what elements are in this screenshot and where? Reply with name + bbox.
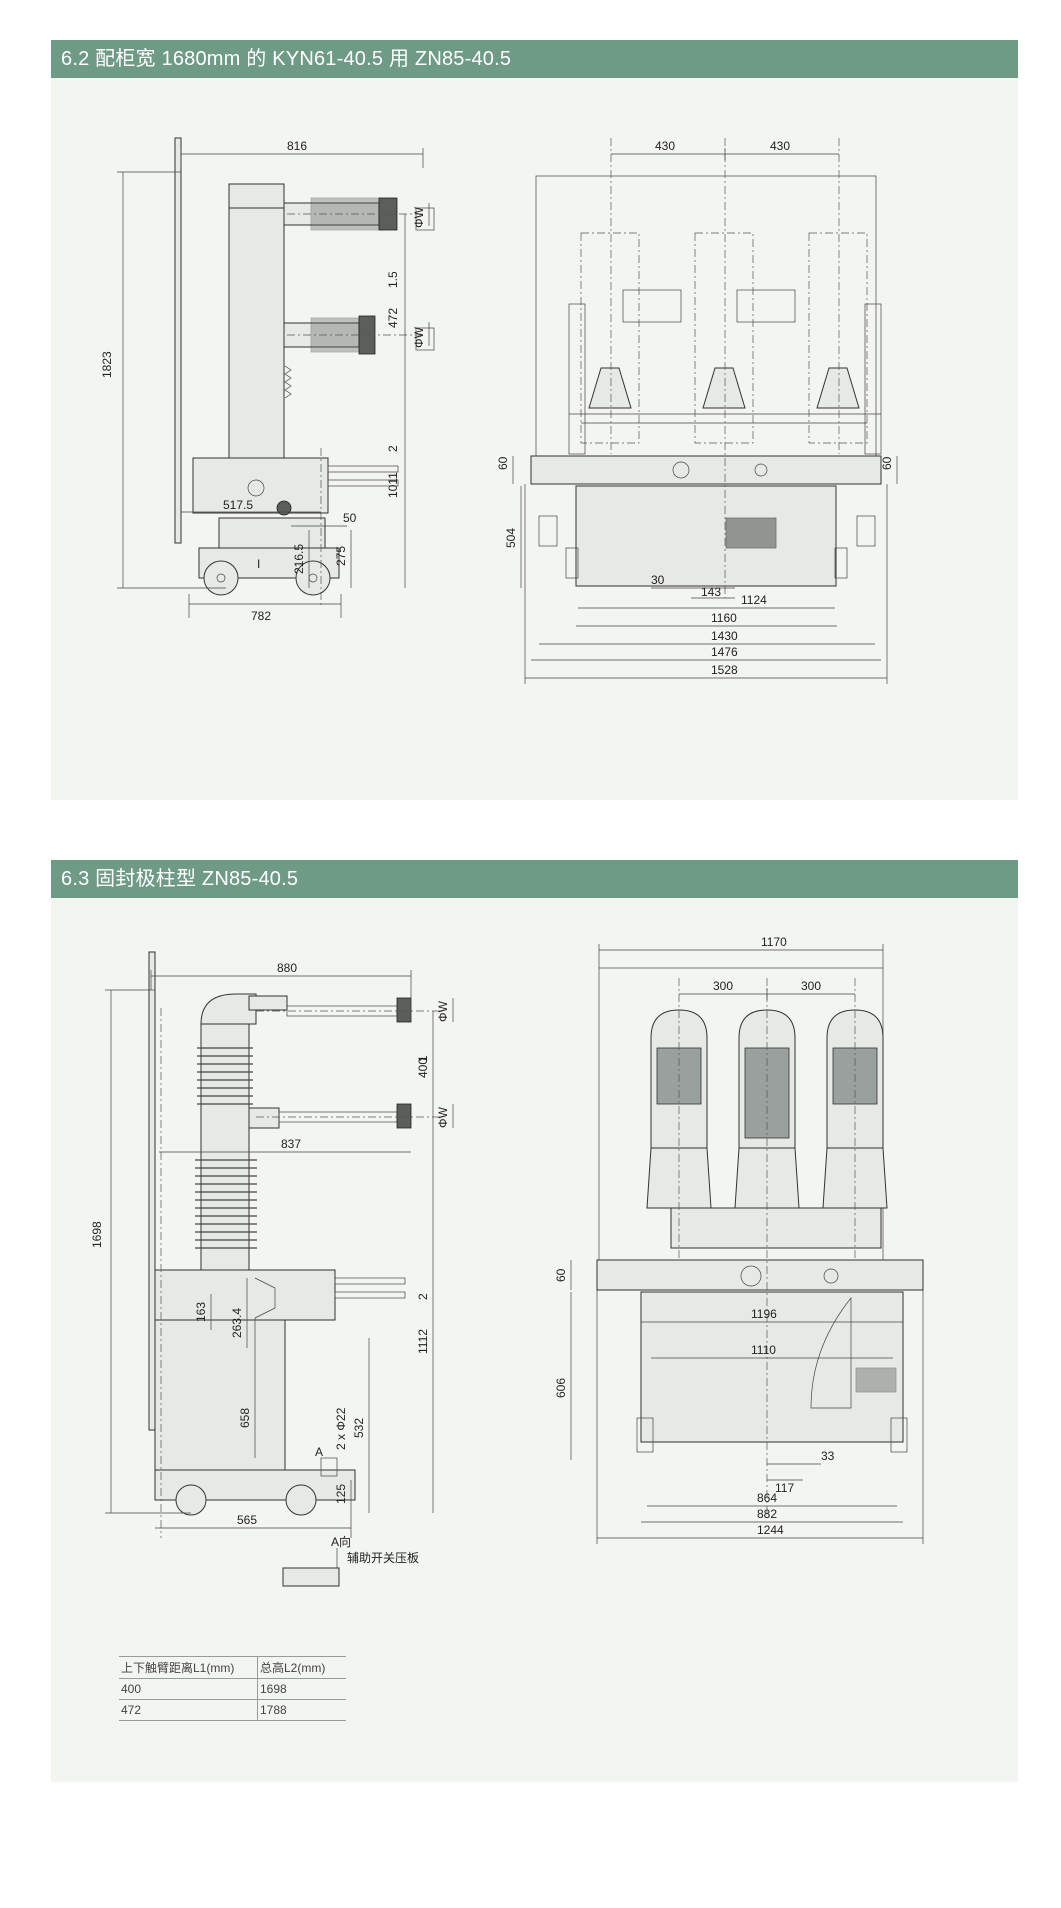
dim-60: 60 <box>554 1268 568 1282</box>
dim-430-right: 430 <box>770 139 790 153</box>
dim-430-left: 430 <box>655 139 675 153</box>
table-header: 总高L2(mm) <box>257 1656 346 1679</box>
drawing-zn85: 880 1698 1 400 2 1112 ΦW ΦW 837 163 263.… <box>90 935 924 1587</box>
dim-60-right: 60 <box>880 456 894 470</box>
dim-125: 125 <box>334 1484 348 1504</box>
dim-1528: 1528 <box>711 663 738 677</box>
table-cell: 400 <box>119 1678 258 1700</box>
dim-504: 504 <box>504 528 518 548</box>
upper-fins <box>197 1047 253 1105</box>
dim-275: 275 <box>334 546 348 566</box>
table-header-row: 上下触臂距离L1(mm) 总高L2(mm) <box>119 1656 346 1679</box>
dim-837: 837 <box>281 1137 301 1151</box>
dim-300-right: 300 <box>801 979 821 993</box>
dim-400: 400 <box>416 1058 430 1078</box>
label-a-direction: A向 <box>331 1534 351 1549</box>
dim-2: 2 <box>386 445 400 452</box>
dim-216-5: 216.5 <box>292 544 306 574</box>
section-title: 6.3 固封极柱型 ZN85-40.5 <box>51 860 1018 898</box>
label-aux-switch-plate: 辅助开关压板 <box>347 1551 419 1565</box>
dim-1112: 1112 <box>416 1329 430 1354</box>
side-view: 880 1698 1 400 2 1112 ΦW ΦW 837 163 263.… <box>90 951 454 1587</box>
phiW-bottom: ΦW <box>436 1106 450 1128</box>
dim-300-left: 300 <box>713 979 733 993</box>
dim-2: 2 <box>416 1293 430 1300</box>
dim-30: 30 <box>651 573 665 587</box>
dim-1196: 1196 <box>751 1307 777 1321</box>
table-header: 上下触臂距离L1(mm) <box>119 1656 258 1679</box>
dim-658: 658 <box>238 1408 252 1428</box>
dim-565: 565 <box>237 1513 257 1527</box>
dim-880: 880 <box>277 961 297 975</box>
table-row: 472 1788 <box>119 1699 346 1721</box>
table-cell: 1788 <box>257 1699 346 1721</box>
dim-1823: 1823 <box>100 351 114 378</box>
lower-fins <box>195 1159 257 1249</box>
dim-517-5: 517.5 <box>223 498 253 512</box>
phiW-bottom: ΦW <box>412 326 426 348</box>
dim-1160: 1160 <box>711 611 737 625</box>
dim-1244: 1244 <box>757 1523 784 1537</box>
dim-816: 816 <box>287 139 307 153</box>
dim-163: 163 <box>194 1302 208 1322</box>
dim-882: 882 <box>757 1507 777 1521</box>
dim-1110: 1110 <box>751 1343 776 1357</box>
dim-1170: 1170 <box>761 935 787 949</box>
dim-1011: 1011 <box>386 472 400 498</box>
dim-1-5: 1.5 <box>386 271 400 288</box>
pole-center <box>734 1009 800 1209</box>
dim-1124: 1124 <box>741 593 767 607</box>
section-6-3: 6.3 固封极柱型 ZN85-40.5 <box>51 860 1018 1782</box>
dim-33: 33 <box>821 1449 835 1463</box>
phiW-top: ΦW <box>412 206 426 228</box>
dim-1476: 1476 <box>711 645 738 659</box>
dim-143: 143 <box>701 585 721 599</box>
dim-2phi22: 2 x Φ22 <box>334 1407 348 1450</box>
contact-arm-table: 上下触臂距离L1(mm) 总高L2(mm) 400 1698 472 1788 <box>119 1656 346 1721</box>
drawing-kyn61: 816 1823 1.5 472 2 1011 ΦW ΦW 517.5 50 2… <box>100 137 898 684</box>
dim-60-left: 60 <box>496 456 510 470</box>
front-view: 430 430 60 60 504 30 143 1124 1160 1430 … <box>496 138 898 684</box>
dim-50: 50 <box>343 511 357 525</box>
dim-532: 532 <box>352 1418 366 1438</box>
table-cell: 1698 <box>257 1678 346 1700</box>
dim-606: 606 <box>554 1378 568 1398</box>
dim-1430: 1430 <box>711 629 738 643</box>
phiW-top: ΦW <box>436 1000 450 1022</box>
section-title: 6.2 配柜宽 1680mm 的 KYN61-40.5 用 ZN85-40.5 <box>51 40 1018 78</box>
dim-117: 117 <box>775 1481 794 1495</box>
side-view: 816 1823 1.5 472 2 1011 ΦW ΦW 517.5 50 2… <box>100 137 435 623</box>
table-cell: 472 <box>119 1699 258 1721</box>
dim-263-4: 263.4 <box>230 1308 244 1338</box>
mark-I: I <box>257 557 260 571</box>
section-6-2: 6.2 配柜宽 1680mm 的 KYN61-40.5 用 ZN85-40.5 <box>51 40 1018 800</box>
front-view: 1170 300 300 60 1196 1110 606 33 117 864… <box>554 935 924 1544</box>
dim-782: 782 <box>251 609 271 623</box>
dim-864: 864 <box>757 1491 777 1505</box>
mark-A: A <box>315 1445 323 1459</box>
dim-472: 472 <box>386 308 400 328</box>
table-row: 400 1698 <box>119 1678 346 1700</box>
dim-1698: 1698 <box>90 1221 104 1248</box>
dim-1: 1 <box>416 1055 430 1062</box>
